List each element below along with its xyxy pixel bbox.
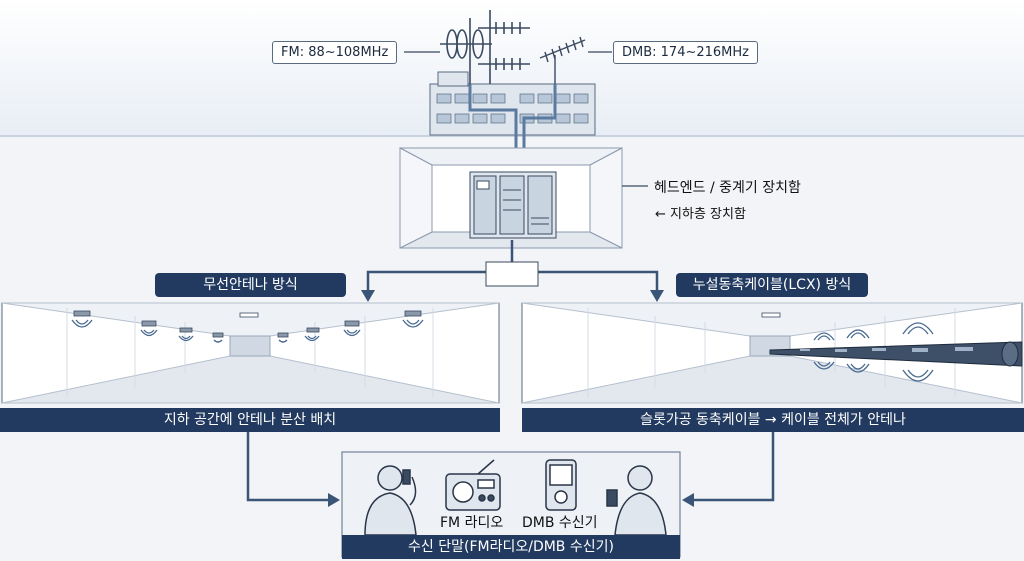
- left-tunnel-antennas: [73, 310, 422, 338]
- lcx-method-title: 누설동축케이블(LCX) 방식: [676, 273, 868, 297]
- left-radio-waves: [71, 319, 424, 343]
- left-terminal-arrowhead: [328, 493, 340, 507]
- splitter-box: [485, 261, 539, 287]
- left-branch-line: [366, 270, 486, 292]
- right-to-terminal-line: [692, 430, 775, 502]
- lcx-caption: 슬롯가공 동축케이블 → 케이블 전체가 안테나: [522, 408, 1024, 432]
- headend-title: 헤드엔드 / 중계기 장치함: [654, 180, 801, 196]
- person-device-icon: [606, 465, 667, 536]
- right-branch-line: [538, 270, 659, 292]
- fm-radio-icon: [445, 459, 501, 511]
- dmb-antenna: [539, 36, 586, 84]
- leaky-coaxial-cable: [769, 341, 1023, 367]
- left-branch-arrowhead: [361, 290, 375, 302]
- terminal-caption: 수신 단말(FM라디오/DMB 수신기): [342, 535, 680, 559]
- headend-subtitle: ← 지하층 장치함: [655, 207, 746, 222]
- person-phone-icon: [364, 465, 417, 536]
- dmb-frequency-label: DMB: 174~216MHz: [613, 41, 758, 64]
- right-terminal-arrowhead: [682, 493, 694, 507]
- left-tunnel: [1, 302, 500, 404]
- lcx-radio-waves: [813, 322, 934, 382]
- feeder-cables: [468, 84, 557, 170]
- dmb-receiver-icon: [545, 459, 577, 511]
- fm-radio-label: FM 라디오: [440, 515, 504, 531]
- dmb-receiver-label: DMB 수신기: [522, 515, 598, 531]
- fm-frequency-label: FM: 88~108MHz: [272, 41, 398, 64]
- wireless-antenna-caption: 지하 공간에 안테나 분산 배치: [0, 408, 500, 432]
- right-branch-arrowhead: [650, 290, 664, 302]
- wireless-antenna-method-title: 무선안테나 방식: [155, 273, 346, 297]
- headend-room: [399, 147, 623, 249]
- building: [429, 71, 596, 136]
- fm-antenna: [440, 10, 530, 84]
- left-to-terminal-line: [246, 430, 330, 502]
